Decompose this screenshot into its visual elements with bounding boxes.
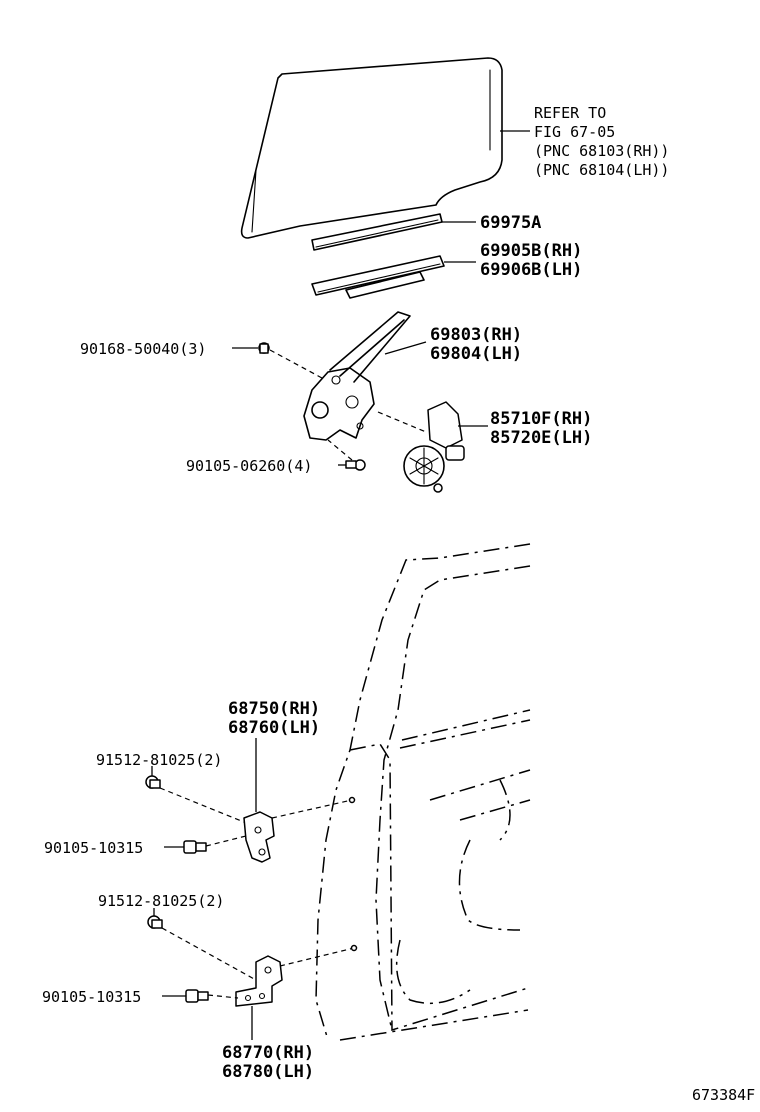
door-body-outline [315, 543, 531, 1041]
refer-line-2: FIG 67-05 [534, 123, 615, 141]
bolt-90168-icon [258, 342, 270, 354]
regulator-pulley [311, 401, 329, 419]
label-90105-06260: 90105-06260(4) [186, 457, 312, 475]
motor-gear-housing [403, 445, 445, 487]
bolt-90105-10315-lower-icon [185, 989, 209, 1003]
label-90105-10315-upper: 90105-10315 [44, 839, 143, 857]
bolt-91512-lower-icon [147, 915, 163, 929]
bolt-91512-upper-icon [145, 775, 161, 789]
label-90168: 90168-50040(3) [80, 340, 206, 358]
label-69905b: 69905B(RH) [480, 241, 582, 261]
label-91512-lower: 91512-81025(2) [98, 892, 224, 910]
refer-line-1: REFER TO [534, 104, 606, 122]
upper-door-hinge [243, 811, 275, 863]
regulator-motor [403, 401, 465, 493]
refer-note: REFER TO FIG 67-05 (PNC 68103(RH)) (PNC … [534, 104, 669, 179]
lower-door-hinge [235, 955, 283, 1007]
bolt-90105-06260-icon [345, 459, 366, 471]
figure-id: 673384F [692, 1086, 755, 1104]
window-regulator [303, 311, 411, 441]
label-85720e: 85720E(LH) [490, 428, 592, 448]
label-68770: 68770(RH) [222, 1043, 314, 1063]
glass-channel-upper [311, 213, 443, 251]
label-68750: 68750(RH) [228, 699, 320, 719]
door-glass [240, 57, 503, 239]
label-69975a: 69975A [480, 213, 541, 233]
refer-line-3: (PNC 68103(RH)) [534, 142, 669, 160]
label-91512-upper: 91512-81025(2) [96, 751, 222, 769]
label-85710f: 85710F(RH) [490, 409, 592, 429]
label-69803: 69803(RH) [430, 325, 522, 345]
label-68760: 68760(LH) [228, 718, 320, 738]
label-69906b: 69906B(LH) [480, 260, 582, 280]
leader-69803 [384, 341, 427, 355]
glass-channel-lower [311, 255, 445, 299]
label-68780: 68780(LH) [222, 1062, 314, 1082]
label-90105-10315-lower: 90105-10315 [42, 988, 141, 1006]
label-69804: 69804(LH) [430, 344, 522, 364]
bolt-90105-10315-upper-icon [183, 840, 207, 854]
refer-line-4: (PNC 68104(LH)) [534, 161, 669, 179]
